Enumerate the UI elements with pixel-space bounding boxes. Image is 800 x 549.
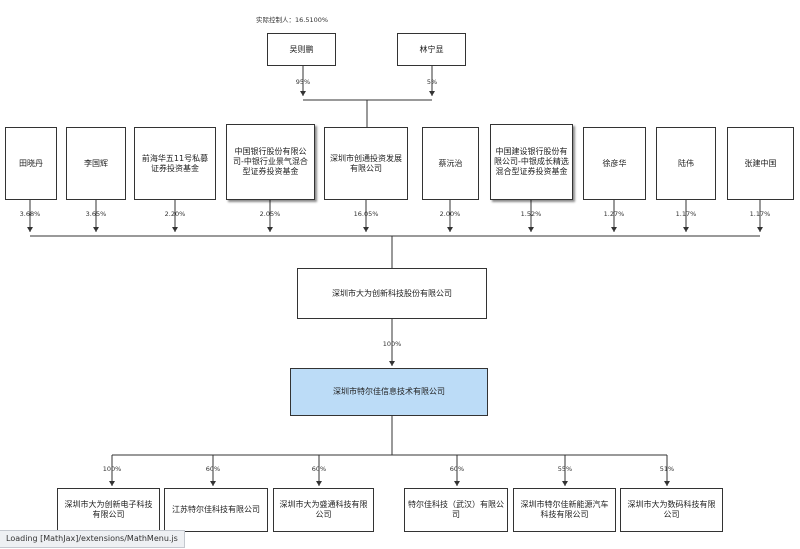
subject-company-name: 深圳市特尔佳信息技术有限公司 <box>333 387 445 396</box>
controller-name: 林宁显 <box>419 44 444 54</box>
subsidiary-pct: 60% <box>205 465 221 473</box>
subsidiary-box: 深圳市大为数码科技有限公司 <box>620 488 723 532</box>
shareholder-box: 蔡沅治 <box>422 127 479 200</box>
shareholder-pct: 2.20% <box>164 210 186 218</box>
arrow-head-icon <box>389 361 395 366</box>
subsidiary-name: 深圳市大为数码科技有限公司 <box>627 500 716 519</box>
subsidiary-name: 江苏特尔佳科技有限公司 <box>172 505 260 514</box>
parent-pct: 100% <box>382 340 402 348</box>
subject-company-box: 深圳市特尔佳信息技术有限公司 <box>290 368 488 416</box>
controller-box: 林宁显 <box>397 33 466 66</box>
controller-box: 吴则鹏 <box>267 33 336 66</box>
arrow-head-icon <box>93 227 99 232</box>
shareholder-name: 中国银行股份有限公司-中银行业景气混合型证券投资基金 <box>233 147 308 176</box>
arrow-head-icon <box>316 481 322 486</box>
shareholder-box: 中国银行股份有限公司-中银行业景气混合型证券投资基金 <box>226 124 315 200</box>
parent-company-name: 深圳市大为创新科技股份有限公司 <box>332 288 452 298</box>
subsidiary-pct: 100% <box>102 465 122 473</box>
arrow-head-icon <box>454 481 460 486</box>
shareholder-name: 张建中国 <box>744 158 777 168</box>
subsidiary-pct: 60% <box>311 465 327 473</box>
arrow-head-icon <box>429 91 435 96</box>
shareholder-name: 前海华五11号私募证券投资基金 <box>141 153 209 173</box>
arrow-head-icon <box>109 481 115 486</box>
arrow-head-icon <box>757 227 763 232</box>
controller-pct: 95% <box>295 78 311 86</box>
shareholder-box: 徐彦华 <box>583 127 646 200</box>
shareholder-box: 田晓丹 <box>5 127 57 200</box>
subsidiary-pct: 51% <box>659 465 675 473</box>
subsidiary-box: 江苏特尔佳科技有限公司 <box>164 488 268 532</box>
subsidiary-box: 深圳市大为盛通科技有限公司 <box>273 488 374 532</box>
arrow-head-icon <box>528 227 534 232</box>
controller-name: 吴则鹏 <box>289 44 314 54</box>
shareholder-pct: 1.52% <box>520 210 542 218</box>
shareholder-box: 陆伟 <box>656 127 716 200</box>
subsidiary-name: 特尔佳科技（武汉）有限公司 <box>408 500 504 519</box>
shareholder-box: 前海华五11号私募证券投资基金 <box>134 127 216 200</box>
shareholder-pct: 2.05% <box>259 210 281 218</box>
arrow-head-icon <box>447 227 453 232</box>
shareholder-name: 蔡沅治 <box>438 158 463 168</box>
arrow-head-icon <box>562 481 568 486</box>
arrow-head-icon <box>611 227 617 232</box>
subsidiary-box: 深圳市大为创新电子科技有限公司 <box>57 488 160 532</box>
shareholder-name: 中国建设银行股份有限公司-中银成长精选混合型证券投资基金 <box>494 147 569 176</box>
shareholder-box: 张建中国 <box>727 127 794 200</box>
subsidiary-name: 深圳市大为盛通科技有限公司 <box>279 500 368 519</box>
arrow-head-icon <box>300 91 306 96</box>
shareholder-box: 深圳市创通投资发展有限公司 <box>324 127 408 200</box>
arrow-head-icon <box>664 481 670 486</box>
shareholder-name: 李国辉 <box>84 158 108 168</box>
shareholder-pct: 3.68% <box>19 210 41 218</box>
arrow-head-icon <box>172 227 178 232</box>
subsidiary-box: 特尔佳科技（武汉）有限公司 <box>404 488 508 532</box>
arrow-head-icon <box>27 227 33 232</box>
shareholder-box: 李国辉 <box>66 127 126 200</box>
subsidiary-box: 深圳市特尔佳新能源汽车科技有限公司 <box>513 488 616 532</box>
shareholder-pct: 16.05% <box>353 210 379 218</box>
top-note: 实际控制人：16.5100% <box>256 16 329 24</box>
shareholder-box: 中国建设银行股份有限公司-中银成长精选混合型证券投资基金 <box>490 124 573 200</box>
parent-company-box: 深圳市大为创新科技股份有限公司 <box>297 268 487 319</box>
arrow-head-icon <box>683 227 689 232</box>
status-bar: Loading [MathJax]/extensions/MathMenu.js <box>0 530 185 548</box>
shareholder-pct: 1.17% <box>675 210 697 218</box>
arrow-head-icon <box>267 227 273 232</box>
shareholder-pct: 2.00% <box>439 210 461 218</box>
controller-pct: 5% <box>426 78 438 86</box>
shareholder-pct: 3.65% <box>85 210 107 218</box>
shareholder-pct: 1.17% <box>749 210 771 218</box>
shareholder-name: 深圳市创通投资发展有限公司 <box>330 153 402 173</box>
shareholder-name: 陆伟 <box>678 158 694 168</box>
shareholder-pct: 1.27% <box>603 210 625 218</box>
subsidiary-name: 深圳市特尔佳新能源汽车科技有限公司 <box>520 500 609 519</box>
shareholder-name: 田晓丹 <box>19 158 43 168</box>
arrow-head-icon <box>363 227 369 232</box>
subsidiary-name: 深圳市大为创新电子科技有限公司 <box>64 500 153 519</box>
subsidiary-pct: 60% <box>449 465 465 473</box>
arrow-head-icon <box>210 481 216 486</box>
shareholder-name: 徐彦华 <box>602 158 627 168</box>
subsidiary-pct: 55% <box>557 465 573 473</box>
